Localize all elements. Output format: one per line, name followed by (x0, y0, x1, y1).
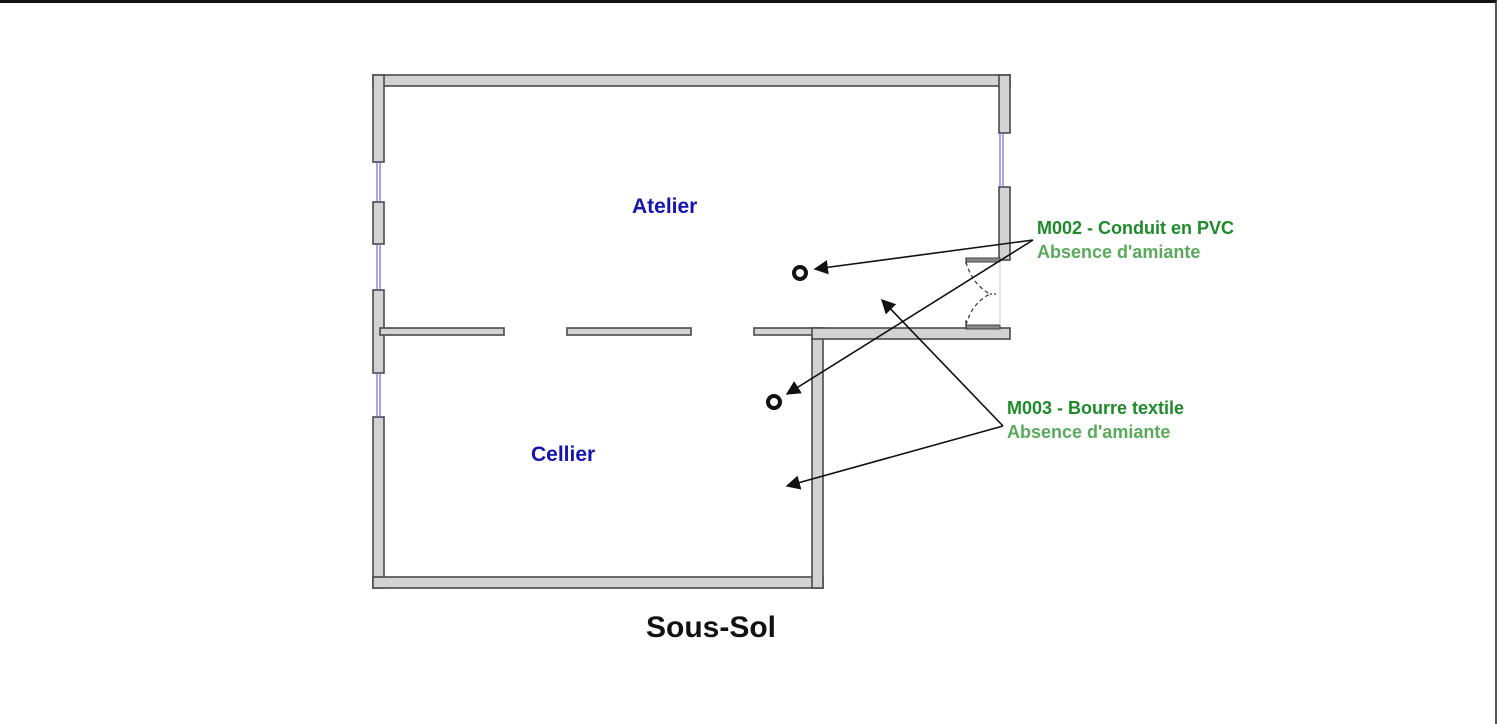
windows (376, 133, 1004, 417)
wall-left-2 (372, 201, 385, 245)
wall-bottom (372, 576, 824, 589)
annotation-m003: M003 - Bourre textile Absence d'amiante (1007, 398, 1184, 442)
leader-lines (785, 239, 1034, 490)
window-right (999, 133, 1004, 187)
window-left-1 (376, 162, 381, 202)
sample-markers (766, 265, 808, 410)
sample-title-m002: M002 - Conduit en PVC (1037, 218, 1234, 238)
wall-top (372, 74, 1011, 87)
sample-status-m003: Absence d'amiante (1007, 422, 1170, 442)
sample-point-m002-cellier[interactable] (766, 394, 782, 410)
leader-m002-atelier (813, 239, 1034, 275)
wall-left-1 (372, 74, 385, 163)
wall-atelier-right-2 (998, 186, 1011, 261)
leader-m002-cellier (785, 239, 1034, 395)
sample-point-m002[interactable] (792, 265, 808, 281)
leader-m003-atelier (881, 298, 1004, 427)
wall-atelier-bottom-right (811, 327, 1011, 340)
wall-atelier-right-1 (998, 74, 1011, 134)
partition-2 (566, 327, 692, 336)
window-left-3 (376, 373, 381, 417)
sample-status-m002: Absence d'amiante (1037, 242, 1200, 262)
wall-cellier-right (811, 329, 824, 589)
sample-title-m003: M003 - Bourre textile (1007, 398, 1184, 418)
leader-m003-cellier (785, 425, 1004, 490)
annotation-m002: M002 - Conduit en PVC Absence d'amiante (1037, 218, 1234, 262)
plan-title: Sous-Sol (646, 611, 776, 644)
door (965, 257, 1001, 330)
walls (372, 74, 1011, 589)
partition-1 (379, 327, 505, 336)
window-left-2 (376, 244, 381, 290)
wall-left-4 (372, 416, 385, 589)
room-label-atelier: Atelier (632, 195, 697, 218)
room-label-cellier: Cellier (531, 443, 595, 466)
